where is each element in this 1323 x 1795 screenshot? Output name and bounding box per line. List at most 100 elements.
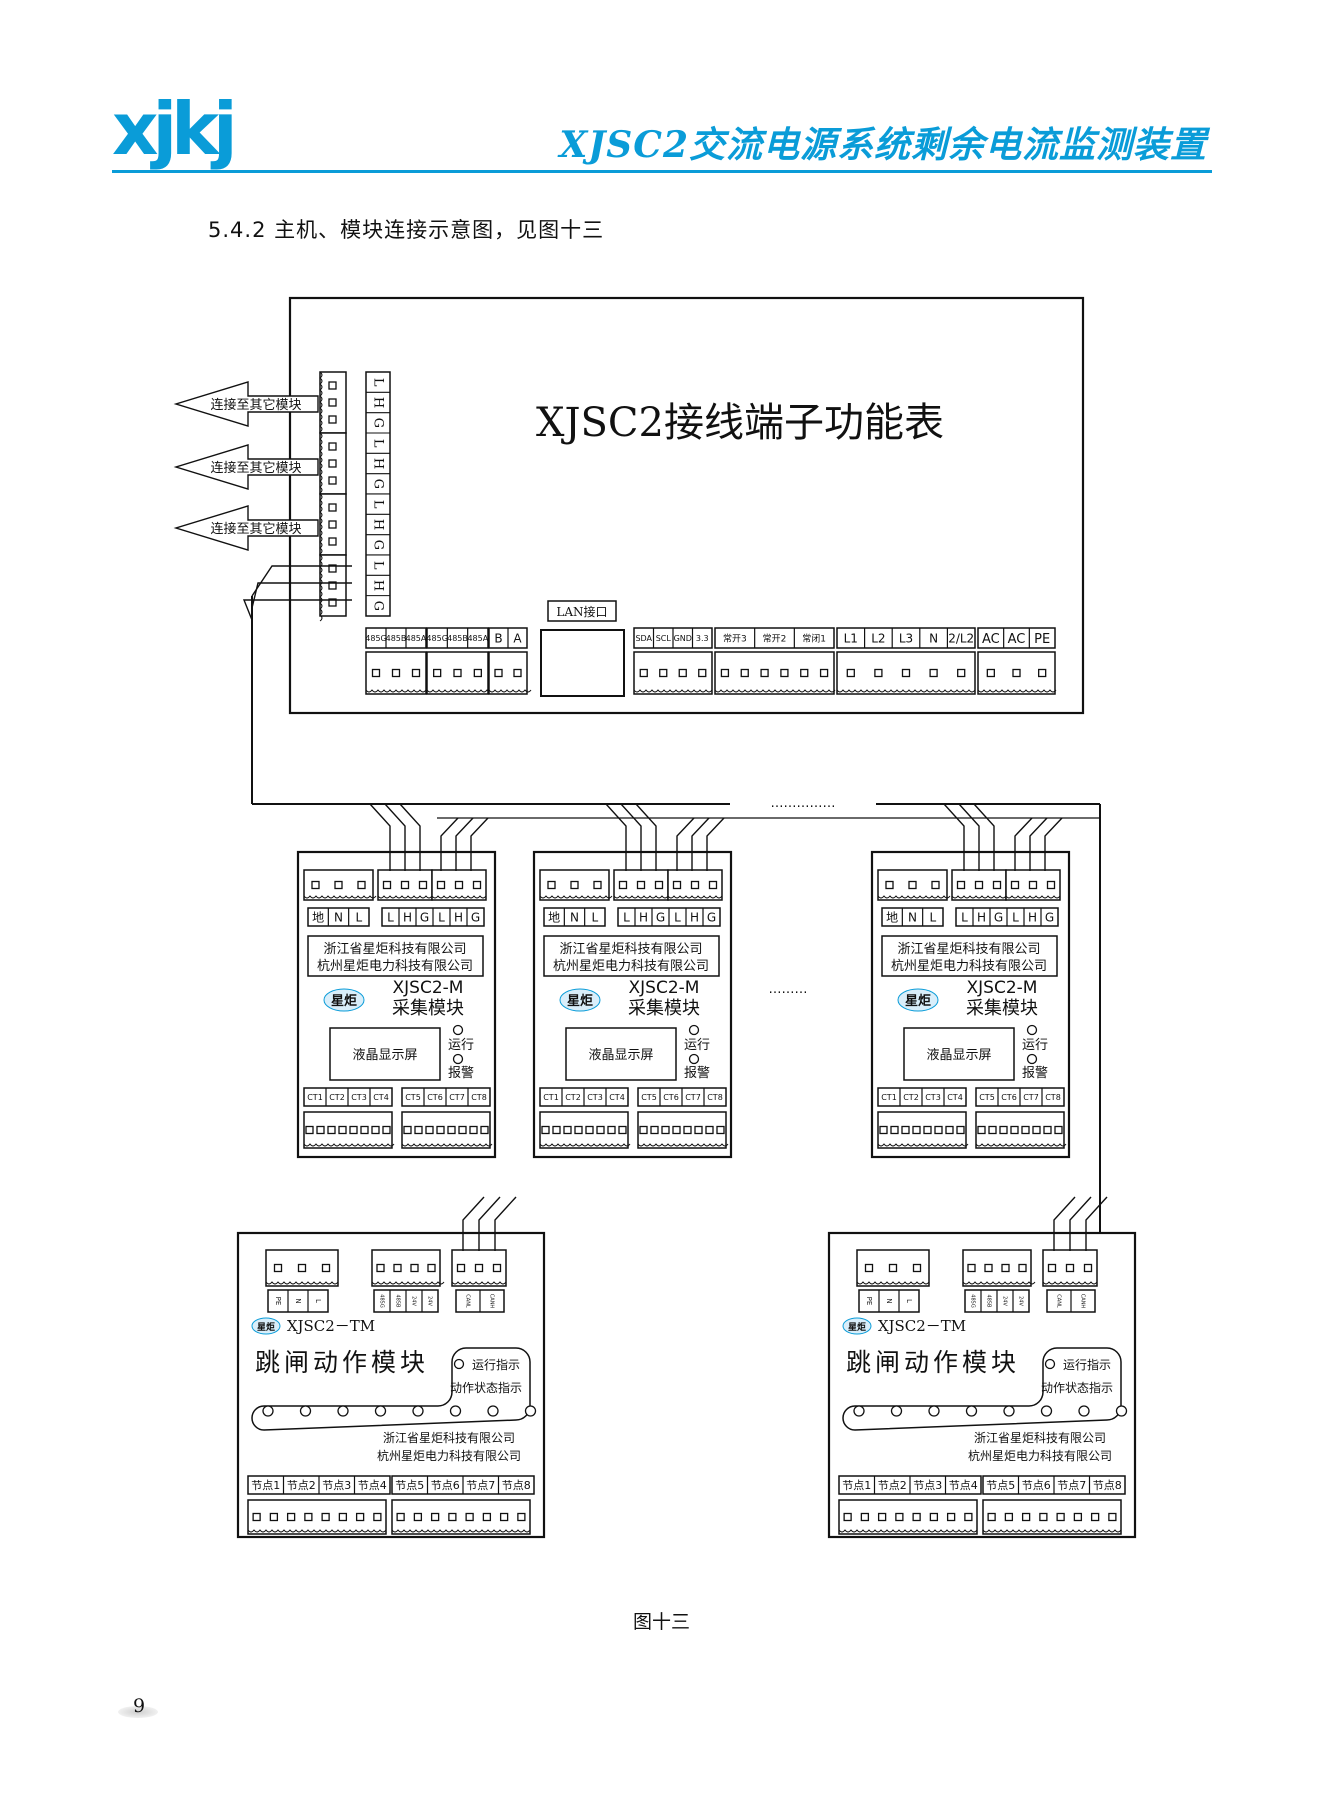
- trip-run-label: 运行指示: [1063, 1357, 1111, 1372]
- connector-edge: [975, 1143, 1067, 1147]
- label-strip: [977, 627, 1056, 649]
- acq-bus-connector-2: [1005, 869, 1061, 901]
- host-terminal-connector: [426, 651, 494, 695]
- terminal-label: 节点5: [395, 1479, 424, 1492]
- node-status-led-icon: [1003, 1405, 1015, 1417]
- terminal-pin: [480, 1125, 489, 1135]
- bus-drop-wire: [470, 817, 489, 871]
- node-status-led-icon: [487, 1405, 499, 1417]
- trip-action-label: 动作状态指示: [450, 1380, 522, 1395]
- lan-port: LAN接口: [540, 600, 625, 697]
- terminal-label: G: [707, 911, 716, 925]
- terminal-pin: [879, 1125, 888, 1135]
- terminal-pin: [874, 668, 883, 678]
- ct-connector-2: [975, 1111, 1067, 1149]
- terminal-pin: [860, 1512, 870, 1522]
- label-strip: [881, 907, 944, 927]
- company-logo: xjkj: [112, 92, 238, 171]
- terminal-pin: [269, 1512, 279, 1522]
- connector-edge: [391, 1529, 531, 1533]
- terminal-pin: [661, 1125, 670, 1135]
- page-number: 9: [133, 1695, 146, 1717]
- terminal-pin: [708, 880, 718, 890]
- terminal-pin: [864, 1263, 874, 1273]
- terminal-label: G: [420, 911, 429, 925]
- node-status-led-icon: [1115, 1405, 1128, 1417]
- terminal-label: G: [1045, 911, 1054, 925]
- terminal-label: L3: [899, 632, 913, 646]
- terminal-label: CT3: [925, 1093, 941, 1102]
- side-terminal-label: L: [371, 500, 386, 509]
- terminal-pin: [391, 668, 401, 678]
- terminal-pin: [1046, 880, 1056, 890]
- node-status-led-icon: [374, 1405, 387, 1417]
- side-terminal-label: L: [371, 439, 386, 448]
- terminal-pin: [1021, 1125, 1030, 1135]
- terminal-pin: [328, 537, 337, 546]
- bus-drop-wire: [369, 803, 391, 871]
- terminal-pin: [360, 1125, 369, 1135]
- lcd-label: 液晶显示屏: [588, 1048, 653, 1063]
- terminal-pin: [338, 1125, 347, 1135]
- terminal-label: CT8: [1045, 1093, 1061, 1102]
- terminal-pin: [654, 880, 664, 890]
- terminal-label: 485B: [386, 634, 407, 643]
- brand-logo-icon: [323, 988, 365, 1012]
- terminal-pin: [469, 1125, 478, 1135]
- brand-logo-text: 星炬: [257, 1321, 275, 1333]
- terminal-label: 节点2: [287, 1479, 316, 1492]
- run-indicator-icon: [688, 1024, 700, 1036]
- terminal-pin: [1010, 880, 1020, 890]
- connector-edge: [877, 895, 951, 899]
- terminal-label: 常开3: [723, 632, 747, 644]
- terminal-pin: [1018, 1263, 1027, 1273]
- terminal-pin: [974, 880, 984, 890]
- terminal-label: CT3: [587, 1093, 603, 1102]
- terminal-label: CT6: [1001, 1093, 1017, 1102]
- terminal-label: 485B: [395, 1295, 401, 1309]
- acq-bus-connector-1: [951, 869, 1007, 901]
- indicator-panel: [842, 1347, 1122, 1431]
- terminal-pin: [327, 1125, 336, 1135]
- connector-edge: [365, 689, 427, 693]
- connector-edge: [371, 1281, 445, 1285]
- terminal-label: 节点5: [986, 1479, 1015, 1492]
- side-terminal-label: H: [371, 580, 386, 591]
- terminal-pin: [1039, 1512, 1048, 1522]
- side-terminal-label: H: [371, 458, 386, 469]
- terminal-pin: [1083, 1263, 1093, 1273]
- terminal-pin: [453, 668, 462, 678]
- acq-company-2: 杭州星炬电力科技有限公司: [891, 959, 1047, 974]
- terminal-pin: [474, 1263, 484, 1273]
- terminal-pin: [912, 1263, 922, 1273]
- trip-model: XJSC2－TM: [878, 1317, 966, 1335]
- terminal-pin: [430, 1512, 440, 1522]
- terminal-pin: [988, 1125, 997, 1135]
- terminal-label: CANL: [1056, 1294, 1062, 1308]
- bus-wire: [242, 599, 352, 621]
- connector-edge: [401, 1143, 493, 1147]
- brand-logo-icon: [251, 1317, 281, 1335]
- terminal-pin: [1073, 1512, 1083, 1522]
- terminal-label: 节点6: [1022, 1479, 1051, 1492]
- label-strip: [426, 627, 489, 649]
- acq-company-box: [543, 935, 720, 977]
- connector-edge: [319, 493, 323, 561]
- label-strip: [543, 907, 606, 927]
- terminal-label: CT5: [641, 1093, 657, 1102]
- terminal-pin: [414, 1125, 423, 1135]
- terminal-pin: [1043, 1125, 1052, 1135]
- terminal-label: 24V: [1018, 1296, 1024, 1306]
- terminal-pin: [964, 1512, 973, 1522]
- terminal-pin: [987, 1512, 996, 1522]
- node-status-led-icon: [928, 1405, 940, 1417]
- terminal-pin: [338, 1512, 348, 1522]
- document-title: XJSC2交流电源系统剩余电流监测装置: [559, 124, 1207, 166]
- terminal-pin: [720, 668, 730, 678]
- connector-edge: [613, 895, 669, 899]
- arrow-label: 连接至其它模块: [210, 397, 301, 413]
- terminal-pin: [929, 1512, 939, 1522]
